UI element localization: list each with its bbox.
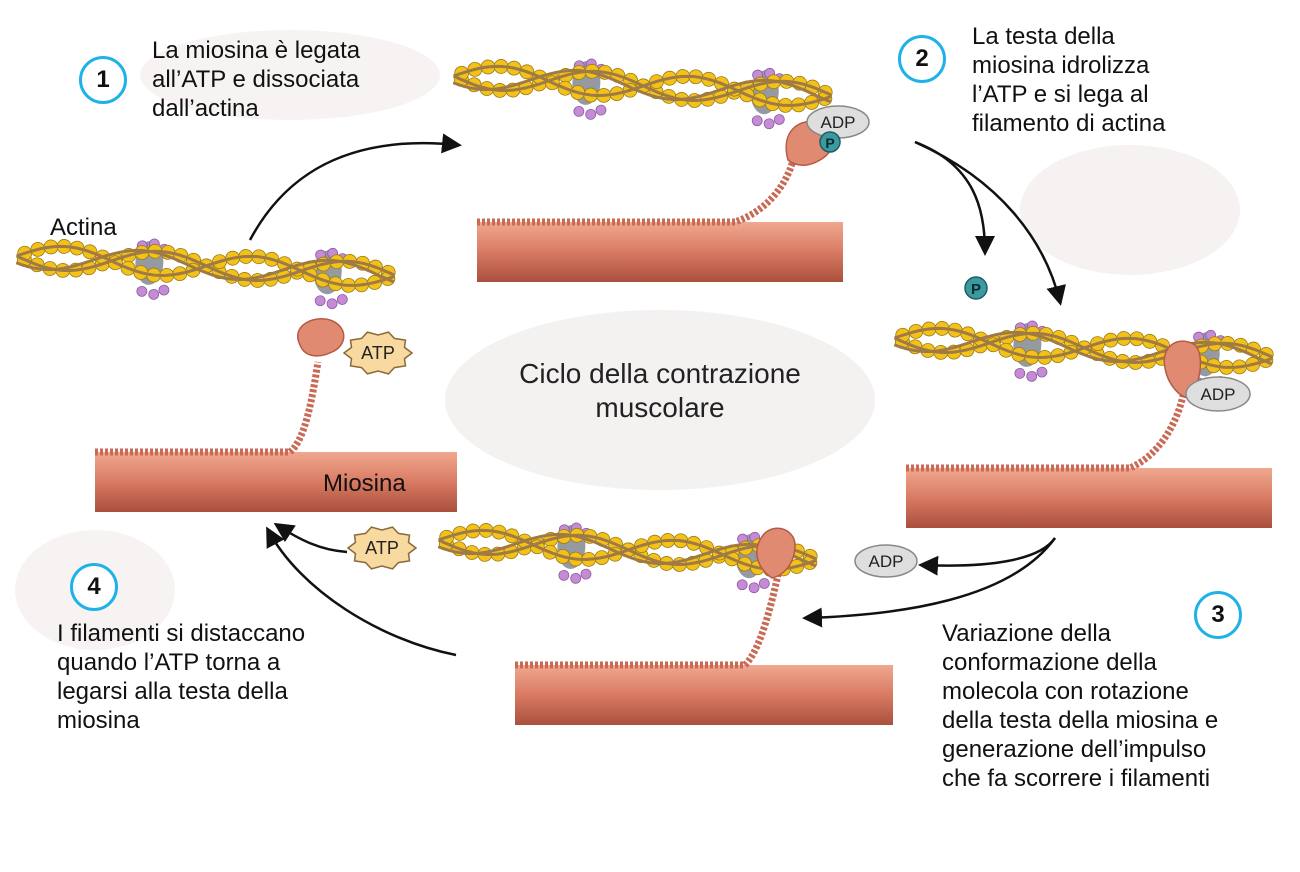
adp-molecule-1: ADP bbox=[806, 105, 870, 139]
adp-label: ADP bbox=[821, 113, 856, 132]
atp-label: ATP bbox=[365, 538, 399, 558]
background-blob bbox=[140, 30, 440, 120]
phosphate-2: P bbox=[964, 276, 988, 300]
adp-label: ADP bbox=[869, 552, 904, 571]
arrow-adp-release bbox=[918, 537, 1057, 576]
step-2-badge: 2 bbox=[898, 35, 946, 83]
actin-filament-2 bbox=[15, 238, 396, 310]
atp-label: ATP bbox=[361, 343, 395, 363]
diagram-title: Ciclo della contrazione muscolare bbox=[519, 358, 801, 423]
myosin-head-1 bbox=[477, 120, 835, 226]
actin-filament-1 bbox=[452, 58, 833, 130]
atp-molecule-2: ATP bbox=[346, 526, 418, 570]
myosin-rod-4 bbox=[515, 665, 893, 725]
arrow-step1-to-step2 bbox=[248, 133, 462, 241]
title-background-blob bbox=[445, 310, 875, 490]
adp-molecule-3: ADP bbox=[854, 544, 918, 578]
step-2-description: La testa della miosina idrolizza l’ATP e… bbox=[972, 23, 1166, 137]
phosphate-label: P bbox=[971, 281, 981, 298]
arrow-step2-to-step3 bbox=[914, 140, 1066, 306]
phosphate-1: P bbox=[819, 131, 841, 153]
background-blob bbox=[1020, 145, 1240, 275]
arrow-step3-to-step4 bbox=[802, 537, 1057, 628]
step-1-badge: 1 bbox=[79, 56, 127, 104]
myosin-head-4 bbox=[515, 527, 796, 669]
step-1-description: La miosina è legata all’ATP e dissociata… bbox=[152, 37, 361, 122]
arrow-phosphate-release bbox=[914, 140, 995, 256]
step-4-badge: 4 bbox=[70, 563, 118, 611]
step-3-badge: 3 bbox=[1194, 591, 1242, 639]
adp-label: ADP bbox=[1201, 385, 1236, 404]
myosin-rod-1 bbox=[477, 222, 843, 282]
arrow-atp-binding bbox=[273, 522, 348, 554]
atp-molecule-1: ATP bbox=[342, 331, 414, 375]
actin-label: Actina bbox=[50, 214, 117, 241]
myosin-rod-3 bbox=[906, 468, 1272, 528]
step-4-description: I filamenti si distaccano quando l’ATP t… bbox=[57, 620, 306, 734]
actin-filament-4 bbox=[437, 522, 818, 594]
myosin-rod-2 bbox=[95, 452, 457, 512]
phosphate-label: P bbox=[825, 135, 834, 151]
arrow-step4-to-step1 bbox=[266, 526, 457, 657]
step-3-description: Variazione della conformazione della mol… bbox=[942, 620, 1219, 792]
myosin-label: Miosina bbox=[323, 470, 406, 497]
myosin-head-2 bbox=[95, 318, 345, 456]
adp-molecule-2: ADP bbox=[1185, 376, 1251, 412]
